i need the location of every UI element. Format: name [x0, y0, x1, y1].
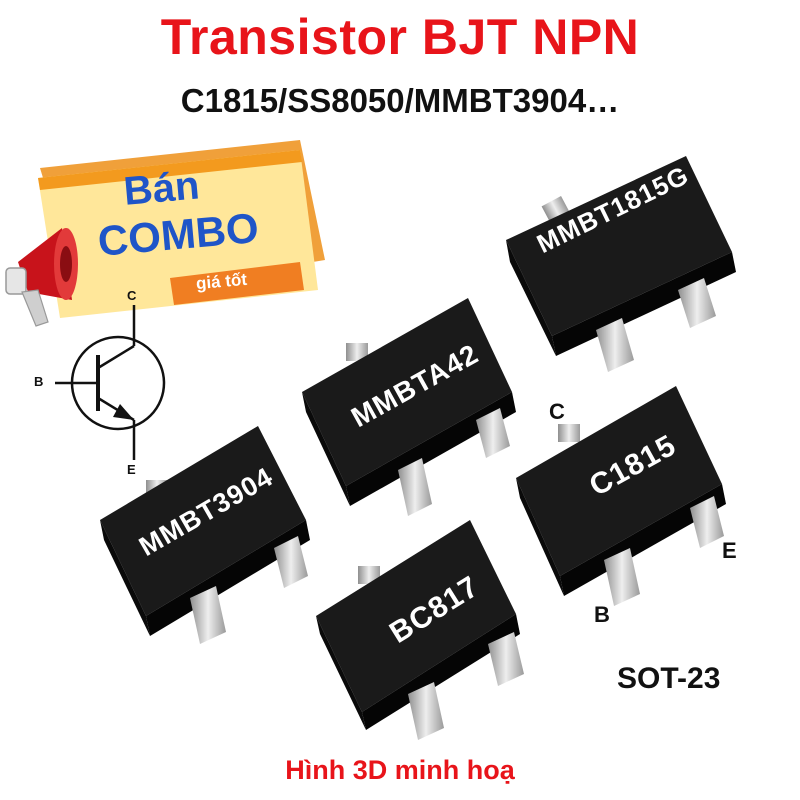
- pin-label-base: B: [594, 602, 610, 627]
- page-title: Transistor BJT NPN: [160, 9, 640, 65]
- symbol-emitter-label: E: [127, 462, 136, 477]
- illustration-caption: Hình 3D minh hoạ: [285, 755, 515, 785]
- chip-bc817: [316, 520, 524, 740]
- symbol-base-label: B: [34, 374, 44, 389]
- symbol-collector-label: C: [127, 288, 137, 303]
- page-subtitle: C1815/SS8050/MMBT3904…: [180, 82, 620, 119]
- chip-mmbta42: [302, 298, 516, 516]
- pin-label-emitter: E: [722, 538, 737, 563]
- chip-mmbt1815g: [506, 156, 736, 372]
- chip-mmbt3904: [100, 426, 310, 644]
- chip-c1815: [516, 386, 726, 606]
- pin-label-collector: C: [549, 399, 565, 424]
- package-label: SOT-23: [617, 662, 721, 695]
